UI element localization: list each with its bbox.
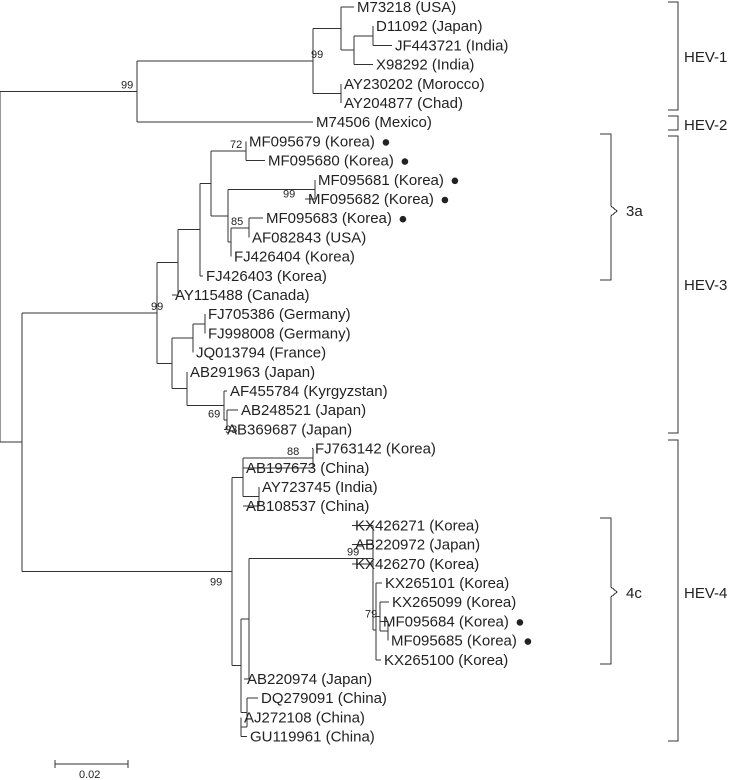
leaf-label: M74506 (Mexico) xyxy=(316,114,432,131)
bootstrap-value: 88 xyxy=(287,446,299,458)
leaf-label: X98292 (India) xyxy=(376,57,474,74)
sample-marker xyxy=(441,196,449,204)
leaf-label: FJ998008 (Germany) xyxy=(208,325,351,342)
bootstrap-value: 99 xyxy=(311,49,323,61)
leaf-label: GU119961 (China) xyxy=(250,729,375,746)
leaf-label: KX265101 (Korea) xyxy=(385,575,509,592)
scale-bar-line xyxy=(54,760,129,768)
leaf-label: AY230202 (Morocco) xyxy=(344,76,485,93)
scale-bar-label: 0.02 xyxy=(79,769,100,780)
hev3-label: HEV-3 xyxy=(684,277,727,294)
leaf-label: AB248521 (Japan) xyxy=(241,402,366,419)
subtype-brackets: 3a 4c xyxy=(600,133,643,665)
leaf-label: AB108537 (China) xyxy=(246,498,369,515)
leaf-label: AB197673 (China) xyxy=(246,460,369,477)
leaf-label: FJ426404 (Korea) xyxy=(234,249,355,266)
leaf-label: JQ013794 (France) xyxy=(196,345,326,362)
hev2-bracket xyxy=(668,115,679,131)
sample-marker xyxy=(451,177,459,185)
leaf-label: DQ279091 (China) xyxy=(261,690,387,707)
leaf-label: FJ763142 (Korea) xyxy=(315,441,436,458)
leaf-label: M73218 (USA) xyxy=(357,0,456,16)
leaf-label: MF095684 (Korea) xyxy=(383,613,509,630)
bootstrap-value: 99 xyxy=(283,188,295,200)
tree-branches xyxy=(0,6,392,738)
bootstrap-value: 79 xyxy=(365,609,377,621)
bootstrap-value: 99 xyxy=(151,301,163,313)
sample-marker xyxy=(524,638,532,645)
leaf-label: KX265100 (Korea) xyxy=(384,652,508,669)
leaf-label: AF455784 (Kyrgyzstan) xyxy=(230,383,388,400)
leaf-label: FJ705386 (Germany) xyxy=(208,306,351,323)
leaf-label: MF095683 (Korea) xyxy=(266,210,392,227)
leaf-label: AF082843 (USA) xyxy=(252,229,366,246)
hev4-bracket xyxy=(668,439,679,742)
subtype-3a-label: 3a xyxy=(626,203,643,220)
leaf-label: AB291963 (Japan) xyxy=(190,364,315,381)
leaf-label: AB220974 (Japan) xyxy=(247,671,372,688)
leaf-labels: M73218 (USA) D11092 (Japan) JF443721 (Indi… xyxy=(175,0,517,746)
leaf-label: AB220972 (Japan) xyxy=(355,537,480,554)
leaf-label: MF095679 (Korea) xyxy=(249,133,375,150)
scale-bar: 0.02 xyxy=(54,760,129,780)
leaf-label: AB369687 (Japan) xyxy=(227,421,352,438)
leaf-label: KX265099 (Korea) xyxy=(392,594,516,611)
leaf-label: AJ272108 (China) xyxy=(244,709,365,726)
genotype-brackets: HEV-1 HEV-2 HEV-3 HEV-4 xyxy=(668,1,727,742)
leaf-label: D11092 (Japan) xyxy=(376,18,482,35)
hev4-label: HEV-4 xyxy=(684,585,727,602)
bootstrap-value: 85 xyxy=(231,216,243,228)
hev1-label: HEV-1 xyxy=(684,49,727,66)
leaf-label: AY204877 (Chad) xyxy=(344,95,463,112)
leaf-label: MF095682 (Korea) xyxy=(308,191,434,208)
bootstrap-value: 99 xyxy=(210,577,222,589)
sample-marker xyxy=(382,139,390,146)
sample-marker xyxy=(401,158,409,165)
bootstrap-value: 93 xyxy=(225,424,237,436)
subtype-4c-label: 4c xyxy=(626,585,642,602)
bootstrap-values: 99 99 72 99 85 99 69 93 88 99 79 99 xyxy=(121,49,377,621)
sample-markers xyxy=(382,139,532,645)
leaf-label: MF095680 (Korea) xyxy=(268,153,394,170)
hev2-label: HEV-2 xyxy=(684,117,727,134)
leaf-label: AY723745 (India) xyxy=(262,479,378,496)
bootstrap-value: 99 xyxy=(347,547,359,559)
sample-marker xyxy=(516,619,524,626)
bootstrap-value: 72 xyxy=(230,139,242,151)
leaf-label: FJ426403 (Korea) xyxy=(206,268,327,285)
bootstrap-value: 69 xyxy=(208,408,220,420)
leaf-label: KX426271 (Korea) xyxy=(355,517,479,534)
bootstrap-value: 99 xyxy=(121,80,133,92)
sample-marker xyxy=(399,215,407,223)
subtype-4c-bracket xyxy=(600,517,618,665)
leaf-label: MF095681 (Korea) xyxy=(318,172,444,189)
leaf-label: AY115488 (Canada) xyxy=(175,287,310,304)
leaf-label: JF443721 (India) xyxy=(395,37,508,54)
leaf-label: MF095685 (Korea) xyxy=(391,633,517,650)
hev3-bracket xyxy=(668,135,679,434)
leaf-label: KX426270 (Korea) xyxy=(355,556,479,573)
hev1-bracket xyxy=(668,1,679,111)
subtype-3a-bracket xyxy=(600,133,618,281)
